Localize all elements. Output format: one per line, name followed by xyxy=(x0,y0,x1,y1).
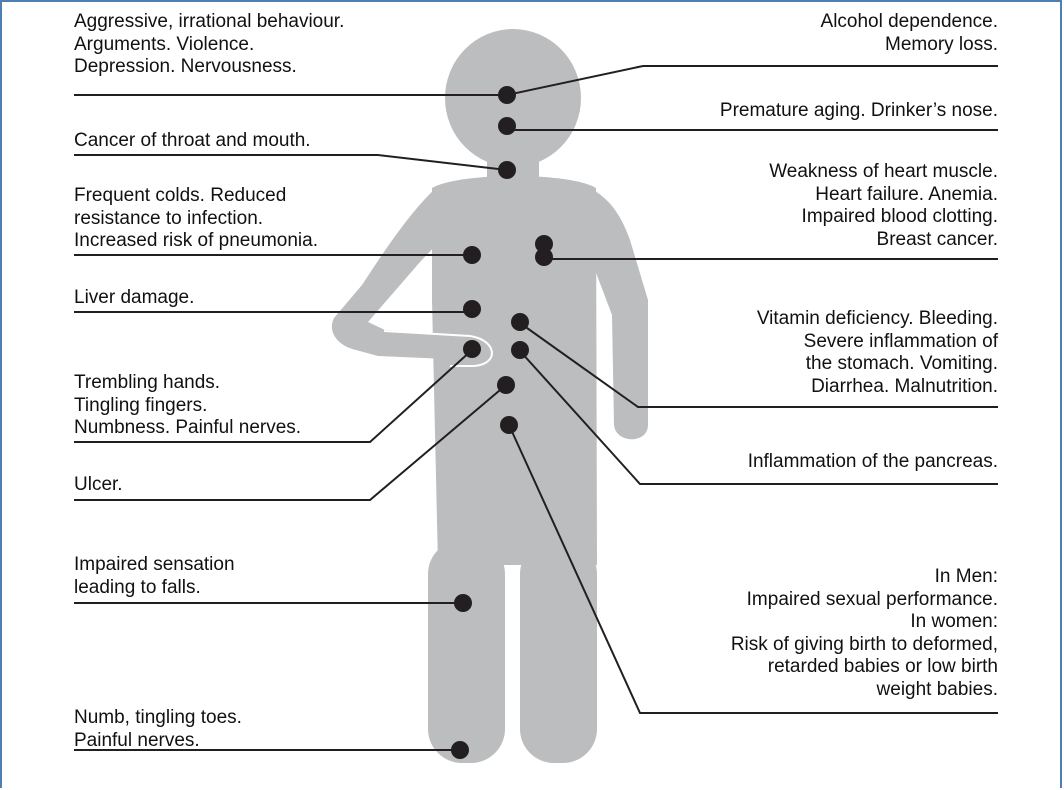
label-line: Cancer of throat and mouth. xyxy=(74,130,311,153)
label-line: Impaired blood clotting. xyxy=(769,206,998,229)
label-stomach: Vitamin deficiency. Bleeding. Severe inf… xyxy=(757,308,998,398)
label-pancreas: Inflammation of the pancreas. xyxy=(748,451,998,474)
label-line: Impaired sexual performance. xyxy=(731,589,998,612)
label-line: Depression. Nervousness. xyxy=(74,56,344,79)
label-brain: Aggressive, irrational behaviour. Argume… xyxy=(74,11,344,79)
label-line: Tingling fingers. xyxy=(74,395,301,418)
label-line: retarded babies or low birth xyxy=(731,656,998,679)
marker-pancreas xyxy=(511,341,529,359)
label-reproductive: In Men: Impaired sexual performance. In … xyxy=(731,566,998,701)
figure-left-leg xyxy=(428,540,505,763)
marker-liver xyxy=(463,300,481,318)
label-line: Arguments. Violence. xyxy=(74,34,344,57)
label-line: leading to falls. xyxy=(74,577,235,600)
label-line: Painful nerves. xyxy=(74,730,242,753)
label-line: Alcohol dependence. xyxy=(821,11,998,34)
marker-toes xyxy=(451,741,469,759)
figure-right-arm xyxy=(590,188,648,439)
label-toes: Numb, tingling toes. Painful nerves. xyxy=(74,707,242,752)
label-line: In women: xyxy=(731,611,998,634)
label-line: weight babies. xyxy=(731,679,998,702)
marker-stomach xyxy=(511,313,529,331)
label-line: Diarrhea. Malnutrition. xyxy=(757,376,998,399)
label-aging: Premature aging. Drinker’s nose. xyxy=(720,100,998,123)
label-line: Breast cancer. xyxy=(769,229,998,252)
leader-line-dependence xyxy=(507,66,998,95)
marker-hand xyxy=(463,340,481,358)
label-line: Severe inflammation of xyxy=(757,331,998,354)
label-line: Premature aging. Drinker’s nose. xyxy=(720,100,998,123)
figure-right-leg xyxy=(520,540,597,763)
label-line: resistance to infection. xyxy=(74,208,318,231)
label-line: Increased risk of pneumonia. xyxy=(74,230,318,253)
label-line: In Men: xyxy=(731,566,998,589)
label-throat: Cancer of throat and mouth. xyxy=(74,130,311,153)
label-dependence: Alcohol dependence. Memory loss. xyxy=(821,11,998,56)
label-line: Inflammation of the pancreas. xyxy=(748,451,998,474)
marker-brain xyxy=(498,86,516,104)
label-legs: Impaired sensation leading to falls. xyxy=(74,554,235,599)
marker-lungs xyxy=(463,246,481,264)
label-ulcer: Ulcer. xyxy=(74,474,123,497)
label-line: Ulcer. xyxy=(74,474,123,497)
marker-reproductive xyxy=(500,416,518,434)
label-line: the stomach. Vomiting. xyxy=(757,353,998,376)
label-line: Aggressive, irrational behaviour. xyxy=(74,11,344,34)
marker-heart-lower xyxy=(535,248,553,266)
label-line: Memory loss. xyxy=(821,34,998,57)
human-figure-silhouette xyxy=(332,29,648,763)
leader-line-throat xyxy=(74,155,507,170)
label-liver: Liver damage. xyxy=(74,287,194,310)
marker-legs xyxy=(454,594,472,612)
label-line: Numbness. Painful nerves. xyxy=(74,417,301,440)
label-line: Trembling hands. xyxy=(74,372,301,395)
label-lungs: Frequent colds. Reduced resistance to in… xyxy=(74,185,318,253)
label-hands: Trembling hands. Tingling fingers. Numbn… xyxy=(74,372,301,440)
figure-torso xyxy=(432,176,597,565)
label-line: Vitamin deficiency. Bleeding. xyxy=(757,308,998,331)
label-line: Risk of giving birth to deformed, xyxy=(731,634,998,657)
label-line: Numb, tingling toes. xyxy=(74,707,242,730)
marker-ulcer xyxy=(497,376,515,394)
label-line: Frequent colds. Reduced xyxy=(74,185,318,208)
marker-throat xyxy=(498,161,516,179)
label-heart: Weakness of heart muscle. Heart failure.… xyxy=(769,161,998,251)
label-line: Heart failure. Anemia. xyxy=(769,184,998,207)
label-line: Weakness of heart muscle. xyxy=(769,161,998,184)
marker-face xyxy=(498,117,516,135)
label-line: Impaired sensation xyxy=(74,554,235,577)
label-line: Liver damage. xyxy=(74,287,194,310)
